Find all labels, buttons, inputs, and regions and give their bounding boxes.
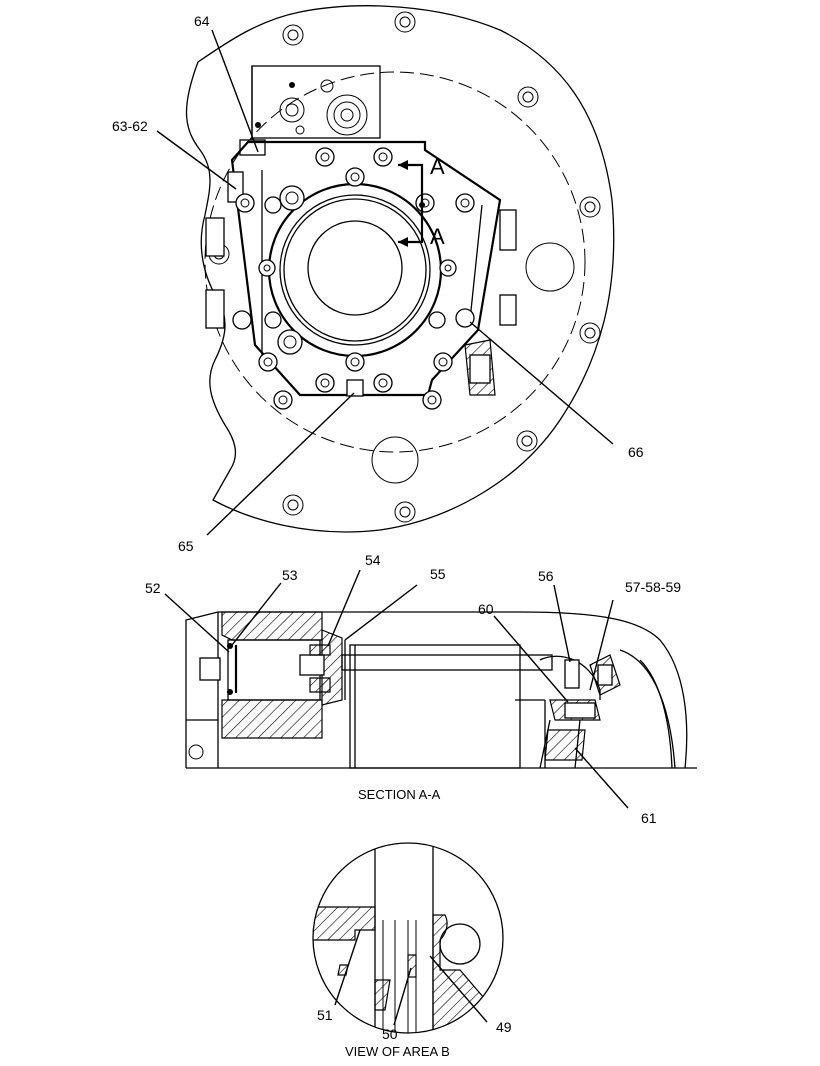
housing-hole-bottom xyxy=(371,436,419,484)
label-52: 52 xyxy=(145,580,161,596)
label-55: 55 xyxy=(430,566,446,582)
label-63-62: 63-62 xyxy=(112,118,148,134)
label-section-a-bottom: A xyxy=(430,224,445,249)
label-61: 61 xyxy=(641,810,657,826)
housing-outline xyxy=(185,5,615,533)
label-56: 56 xyxy=(538,568,554,584)
top-view xyxy=(185,5,615,533)
label-section-a-top: A xyxy=(430,154,445,179)
caption-section-a-a: SECTION A-A xyxy=(358,787,441,802)
label-50: 50 xyxy=(382,1026,398,1042)
label-53: 53 xyxy=(282,567,298,583)
caption-view-of-area-b: VIEW OF AREA B xyxy=(345,1044,450,1059)
label-60: 60 xyxy=(478,601,494,617)
section-a-a-view xyxy=(185,611,697,769)
valve-block xyxy=(239,65,381,156)
housing-hole-right xyxy=(525,242,575,292)
part-labels: 64 63-62 A A 66 65 52 53 54 55 56 57-58-… xyxy=(112,13,681,1042)
label-66: 66 xyxy=(628,444,644,460)
section-cut-marker xyxy=(398,160,425,247)
center-bore-inner xyxy=(307,220,403,316)
view-of-area-b xyxy=(312,842,504,1034)
label-49: 49 xyxy=(496,1019,512,1035)
cover-plate xyxy=(230,140,502,397)
label-65: 65 xyxy=(178,538,194,554)
label-64: 64 xyxy=(194,13,210,29)
label-51: 51 xyxy=(317,1007,333,1023)
leader-lines xyxy=(156,29,629,1026)
label-54: 54 xyxy=(365,552,381,568)
label-57-58-59: 57-58-59 xyxy=(625,579,681,595)
